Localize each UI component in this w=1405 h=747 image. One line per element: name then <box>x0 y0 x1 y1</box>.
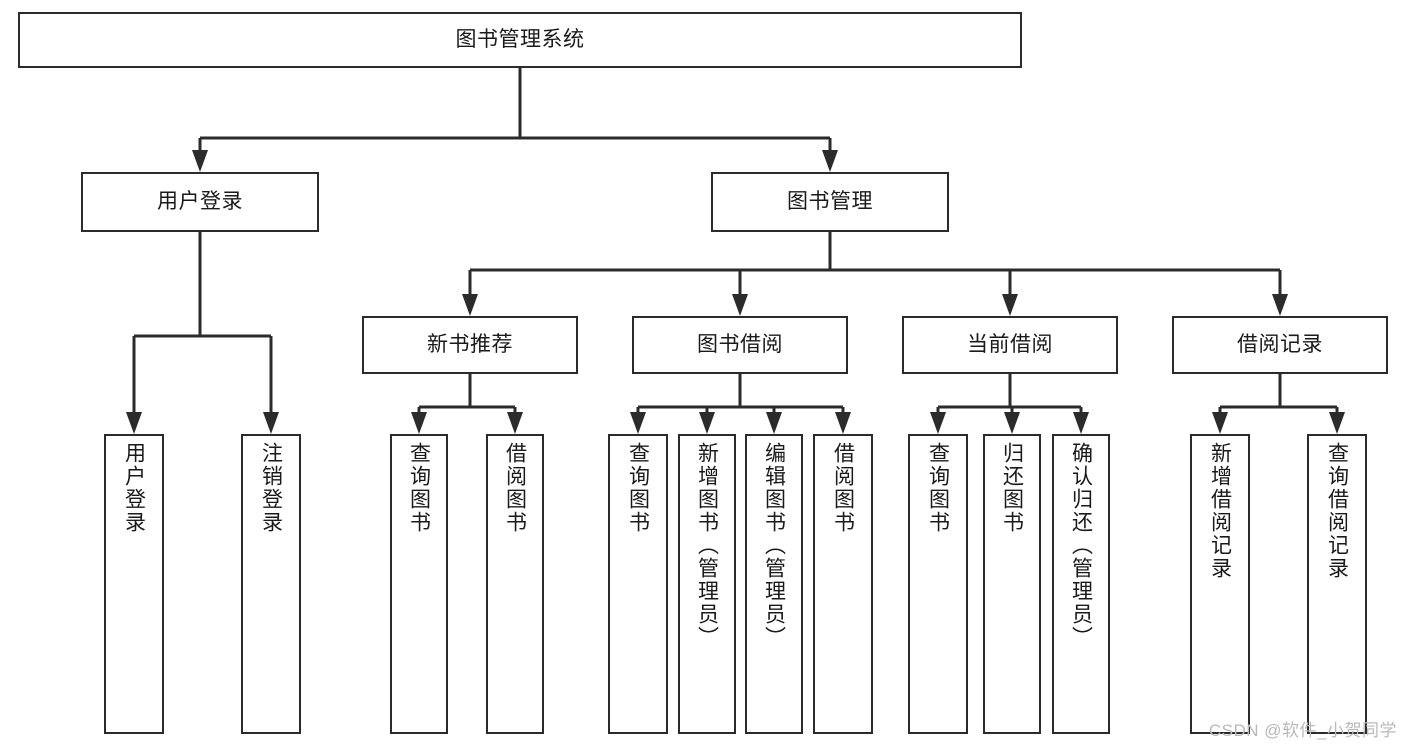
node-leaf-borrow-book-1[interactable]: 借阅图书 <box>486 434 544 734</box>
node-user-login[interactable]: 用户登录 <box>81 172 319 232</box>
node-leaf-add-book[interactable]: 新增图书（管理员） <box>678 434 736 734</box>
node-book-borrow-label: 图书借阅 <box>697 333 783 357</box>
node-leaf-return-book[interactable]: 归还图书 <box>983 434 1041 734</box>
node-leaf-query-book-3[interactable]: 查询图书 <box>908 434 968 734</box>
node-leaf-user-login[interactable]: 用户登录 <box>104 434 164 734</box>
node-leaf-edit-book-label: 编辑图书（管理员） <box>762 442 786 649</box>
node-leaf-confirm-return-label: 确认归还（管理员） <box>1069 442 1093 649</box>
node-book-manage-label: 图书管理 <box>787 190 873 214</box>
node-user-login-label: 用户登录 <box>157 190 243 214</box>
node-leaf-add-record-label: 新增借阅记录 <box>1208 442 1232 580</box>
node-root-label: 图书管理系统 <box>455 28 585 52</box>
node-leaf-logout[interactable]: 注销登录 <box>241 434 301 734</box>
node-leaf-logout-label: 注销登录 <box>259 442 283 534</box>
node-borrow-record[interactable]: 借阅记录 <box>1172 316 1388 374</box>
node-leaf-query-book-2[interactable]: 查询图书 <box>608 434 668 734</box>
node-leaf-user-login-label: 用户登录 <box>122 442 146 534</box>
node-book-borrow[interactable]: 图书借阅 <box>632 316 848 374</box>
node-leaf-query-book-3-label: 查询图书 <box>926 442 950 534</box>
node-current-borrow-label: 当前借阅 <box>967 333 1053 357</box>
node-leaf-query-book-1[interactable]: 查询图书 <box>390 434 448 734</box>
node-book-manage[interactable]: 图书管理 <box>711 172 949 232</box>
node-new-book-recommend[interactable]: 新书推荐 <box>362 316 578 374</box>
node-leaf-query-record-label: 查询借阅记录 <box>1325 442 1349 580</box>
node-leaf-borrow-book-2-label: 借阅图书 <box>831 442 855 534</box>
node-root[interactable]: 图书管理系统 <box>18 12 1022 68</box>
node-new-book-recommend-label: 新书推荐 <box>427 333 513 357</box>
node-leaf-return-book-label: 归还图书 <box>1000 442 1024 534</box>
node-leaf-add-record[interactable]: 新增借阅记录 <box>1190 434 1250 734</box>
node-leaf-query-book-2-label: 查询图书 <box>626 442 650 534</box>
node-leaf-edit-book[interactable]: 编辑图书（管理员） <box>745 434 803 734</box>
node-leaf-borrow-book-1-label: 借阅图书 <box>503 442 527 534</box>
node-leaf-add-book-label: 新增图书（管理员） <box>695 442 719 649</box>
node-leaf-query-book-1-label: 查询图书 <box>407 442 431 534</box>
node-current-borrow[interactable]: 当前借阅 <box>902 316 1118 374</box>
node-leaf-query-record[interactable]: 查询借阅记录 <box>1307 434 1367 734</box>
node-leaf-borrow-book-2[interactable]: 借阅图书 <box>813 434 873 734</box>
node-borrow-record-label: 借阅记录 <box>1237 333 1323 357</box>
node-leaf-confirm-return[interactable]: 确认归还（管理员） <box>1052 434 1110 734</box>
